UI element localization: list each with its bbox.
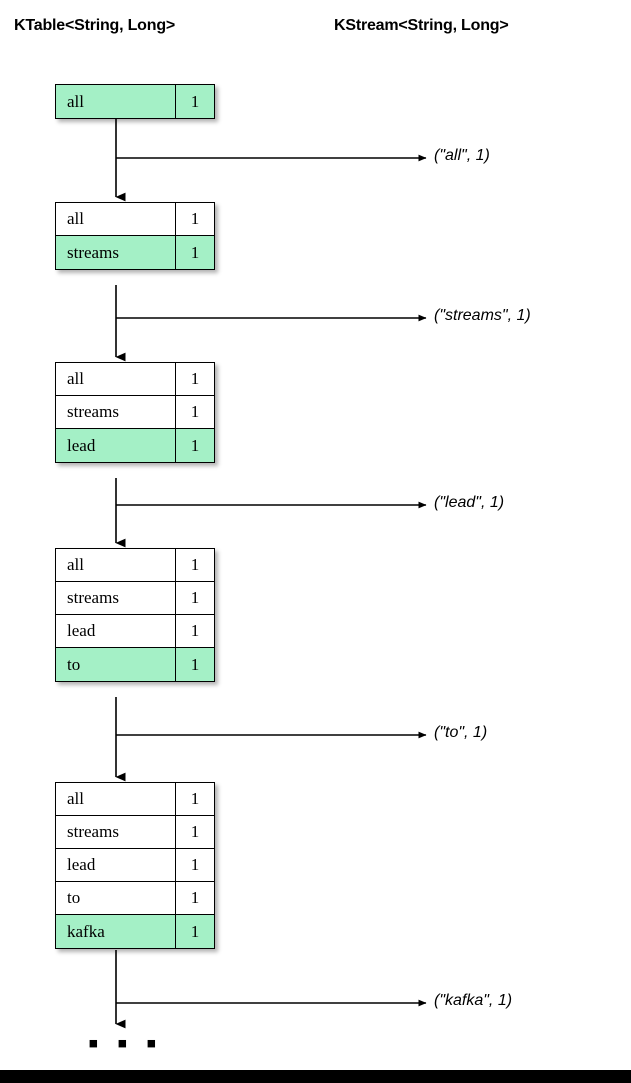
ktable-snapshot-5: all 1 streams 1 lead 1 to 1 kafka 1 xyxy=(55,782,215,949)
row-key: to xyxy=(56,882,176,914)
row-value: 1 xyxy=(190,555,200,574)
row-value: 1 xyxy=(190,888,200,907)
row-key: streams xyxy=(56,816,176,848)
row-value: 1 xyxy=(190,435,200,455)
ktable-snapshot-2: all 1 streams 1 xyxy=(55,202,215,270)
table-row: lead 1 xyxy=(56,429,214,462)
row-value: 1 xyxy=(190,402,200,421)
stream-record-1: ("all", 1) xyxy=(434,147,490,164)
row-value: 1 xyxy=(190,621,200,640)
table-row: kafka 1 xyxy=(56,915,214,948)
row-key: all xyxy=(56,549,176,581)
column-header-ktable: KTable<String, Long> xyxy=(14,17,176,34)
stream-record-5: ("kafka", 1) xyxy=(434,992,513,1009)
column-header-kstream: KStream<String, Long> xyxy=(334,17,509,34)
table-row: streams 1 xyxy=(56,582,214,615)
table-row: streams 1 xyxy=(56,236,214,269)
row-key: kafka xyxy=(56,915,176,948)
row-value: 1 xyxy=(190,921,200,941)
stream-record-4: ("to", 1) xyxy=(434,724,488,741)
table-row: all 1 xyxy=(56,783,214,816)
row-value: 1 xyxy=(190,369,200,388)
row-key: lead xyxy=(56,849,176,881)
continuation-ellipsis: ▪ ▪ ▪ xyxy=(88,1027,162,1060)
row-key: all xyxy=(56,85,176,118)
row-value: 1 xyxy=(190,789,200,808)
stream-record-2: ("streams", 1) xyxy=(434,307,531,324)
table-row: all 1 xyxy=(56,203,214,236)
table-row: all 1 xyxy=(56,85,214,118)
row-key: all xyxy=(56,783,176,815)
table-row: to 1 xyxy=(56,882,214,915)
table-row: lead 1 xyxy=(56,849,214,882)
table-row: all 1 xyxy=(56,363,214,396)
row-key: streams xyxy=(56,236,176,269)
row-key: streams xyxy=(56,396,176,428)
ktable-snapshot-4: all 1 streams 1 lead 1 to 1 xyxy=(55,548,215,682)
bottom-bar xyxy=(0,1070,631,1083)
ktable-snapshot-1: all 1 xyxy=(55,84,215,119)
table-row: to 1 xyxy=(56,648,214,681)
row-value: 1 xyxy=(190,855,200,874)
row-value: 1 xyxy=(190,209,200,228)
table-row: streams 1 xyxy=(56,396,214,429)
row-key: to xyxy=(56,648,176,681)
row-value: 1 xyxy=(190,654,200,674)
row-key: all xyxy=(56,203,176,235)
row-key: all xyxy=(56,363,176,395)
row-value: 1 xyxy=(190,242,200,262)
ktable-snapshot-3: all 1 streams 1 lead 1 xyxy=(55,362,215,463)
row-key: streams xyxy=(56,582,176,614)
row-value: 1 xyxy=(190,588,200,607)
table-row: streams 1 xyxy=(56,816,214,849)
row-value: 1 xyxy=(190,91,200,111)
row-key: lead xyxy=(56,615,176,647)
row-value: 1 xyxy=(190,822,200,841)
stream-record-3: ("lead", 1) xyxy=(434,494,505,511)
row-key: lead xyxy=(56,429,176,462)
table-row: all 1 xyxy=(56,549,214,582)
table-row: lead 1 xyxy=(56,615,214,648)
